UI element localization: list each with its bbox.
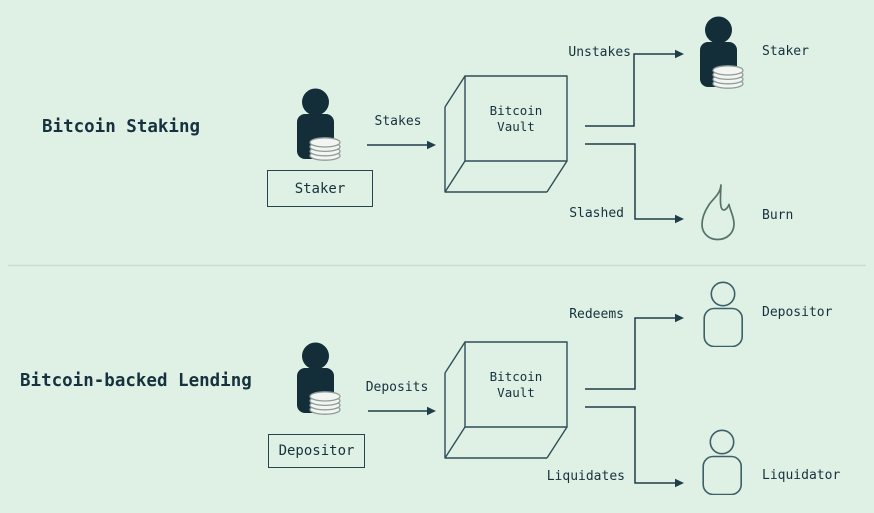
lending-vault-cube bbox=[444, 341, 568, 459]
vault-label-line2: Vault bbox=[497, 119, 535, 134]
vault-label-line2: Vault bbox=[497, 385, 535, 400]
deposits-label: Deposits bbox=[365, 380, 429, 395]
redeems-label: Redeems bbox=[569, 307, 624, 322]
lending-section-title: Bitcoin-backed Lending bbox=[20, 371, 252, 391]
deposits-arrow bbox=[368, 406, 436, 416]
person-coins-icon bbox=[697, 15, 747, 93]
lending-vault-label: Bitcoin Vault bbox=[465, 369, 567, 401]
vault-label-line1: Bitcoin bbox=[489, 369, 543, 384]
redeems-target-label: Depositor bbox=[762, 305, 833, 320]
person-outline-icon bbox=[702, 429, 744, 499]
liquidates-connector bbox=[585, 406, 684, 488]
slashed-connector bbox=[585, 143, 684, 224]
staker-actor-label: Staker bbox=[294, 180, 346, 197]
unstakes-label: Unstakes bbox=[568, 45, 631, 60]
unstakes-connector bbox=[585, 49, 684, 127]
staking-vault-label: Bitcoin Vault bbox=[465, 103, 567, 135]
depositor-actor-label-box: Depositor bbox=[268, 434, 365, 468]
person-coins-icon bbox=[294, 341, 344, 419]
staker-actor-label-box: Staker bbox=[267, 170, 373, 207]
liquidates-label: Liquidates bbox=[546, 469, 625, 484]
flame-icon bbox=[700, 183, 736, 245]
unstakes-target-label: Staker bbox=[762, 44, 809, 59]
liquidates-target-label: Liquidator bbox=[762, 468, 841, 483]
vault-label-line1: Bitcoin bbox=[489, 103, 543, 118]
staking-vault-cube bbox=[444, 75, 568, 193]
staking-section-title: Bitcoin Staking bbox=[42, 117, 201, 137]
redeems-connector bbox=[585, 313, 684, 390]
burn-target-label: Burn bbox=[762, 208, 794, 223]
person-coins-icon bbox=[294, 87, 344, 165]
stakes-label: Stakes bbox=[374, 114, 422, 129]
slashed-label: Slashed bbox=[569, 206, 624, 221]
person-outline-icon bbox=[703, 281, 745, 351]
stakes-arrow bbox=[367, 140, 436, 150]
depositor-actor-label: Depositor bbox=[278, 443, 355, 459]
